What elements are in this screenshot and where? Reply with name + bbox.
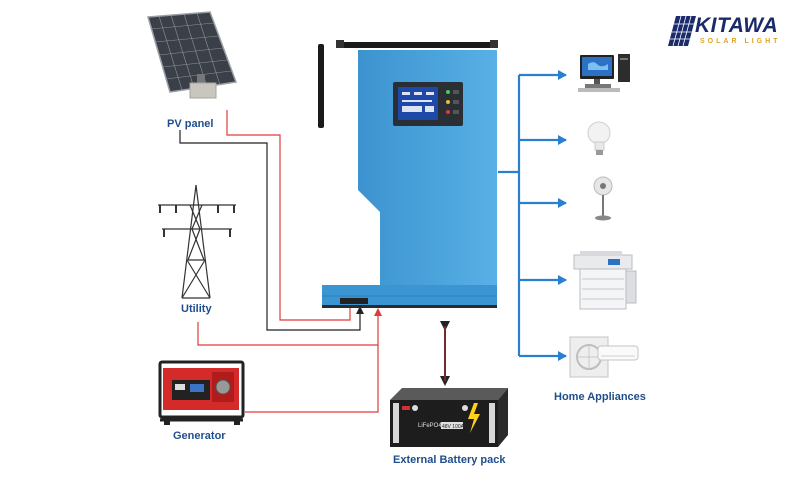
output-bus [498, 70, 567, 361]
light-bulb-icon [587, 121, 611, 155]
utility-wire [197, 308, 382, 346]
inverter-unit [318, 40, 498, 308]
battery-label: External Battery pack [393, 454, 506, 466]
generator-wire [245, 345, 379, 413]
battery-icon: LiFePO4 48V 100Ah [390, 388, 508, 447]
copier-icon [573, 251, 637, 310]
generator-label: Generator [173, 430, 226, 442]
fan-icon [593, 176, 613, 221]
power-tower-icon [158, 184, 236, 299]
generator-icon [158, 360, 245, 425]
brand-logo: KITAWA SOLAR LIGHT [668, 14, 792, 50]
brand-name: KITAWA [695, 14, 779, 37]
battery-spec-text: 48V 100Ah [442, 424, 467, 430]
inverter-display [393, 82, 463, 126]
solar-logo-icon [668, 15, 696, 47]
computer-icon [578, 54, 630, 92]
brand-tagline: SOLAR LIGHT [700, 38, 781, 45]
battery-brand-text: LiFePO4 [418, 423, 442, 429]
utility-label: Utility [181, 303, 212, 315]
wiring [179, 110, 450, 413]
air-conditioner-icon [569, 336, 639, 378]
appliances-label: Home Appliances [554, 391, 646, 403]
solar-panel-icon [147, 11, 238, 99]
pv-negative-wire [179, 130, 364, 331]
pv-panel-label: PV panel [167, 118, 214, 130]
pv-positive-wire [226, 110, 351, 321]
